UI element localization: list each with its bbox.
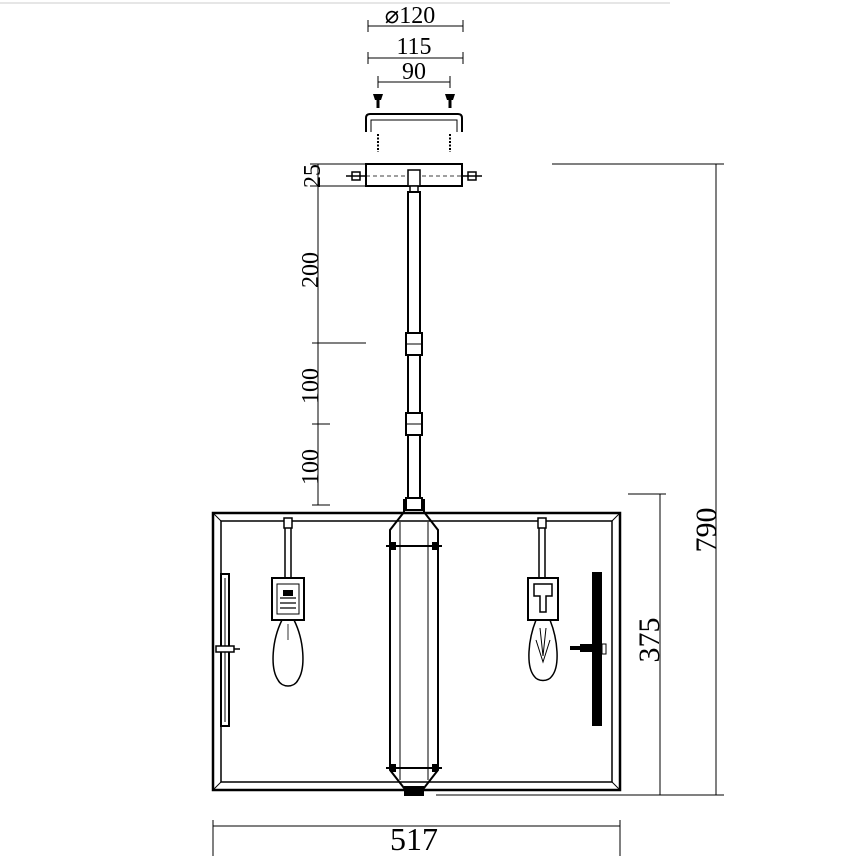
total-height-dimension — [436, 163, 724, 796]
mounting-bracket — [365, 113, 463, 132]
right-bulb-assembly — [527, 517, 559, 621]
frame-width-dimension — [212, 820, 621, 856]
total-height-label: 790 — [690, 508, 723, 553]
left-side-shade — [215, 573, 240, 727]
canopy-width-label: 115 — [396, 34, 431, 60]
left-bulb-assembly — [271, 517, 305, 621]
central-column — [386, 497, 442, 796]
left-bulb — [272, 619, 304, 687]
frame-height-dimension — [628, 493, 666, 795]
canopy-dimension-lines — [367, 20, 464, 88]
frame-width-label: 517 — [390, 821, 438, 856]
frame-height-label: 375 — [633, 618, 666, 663]
suspension-rod — [405, 191, 423, 501]
mount-spacing-label: 90 — [402, 59, 426, 85]
rod-top-label: 200 — [298, 252, 324, 288]
mounting-screws — [373, 94, 455, 152]
canopy — [346, 163, 482, 193]
rod-dimension-chain — [310, 163, 366, 506]
rod-mid-label: 100 — [298, 368, 324, 404]
right-side-shade — [570, 572, 607, 726]
right-bulb — [528, 619, 558, 682]
canopy-diameter-label: ⌀120 — [385, 3, 435, 29]
canopy-height-label: 25 — [300, 164, 326, 188]
rod-low-label: 100 — [298, 449, 324, 485]
